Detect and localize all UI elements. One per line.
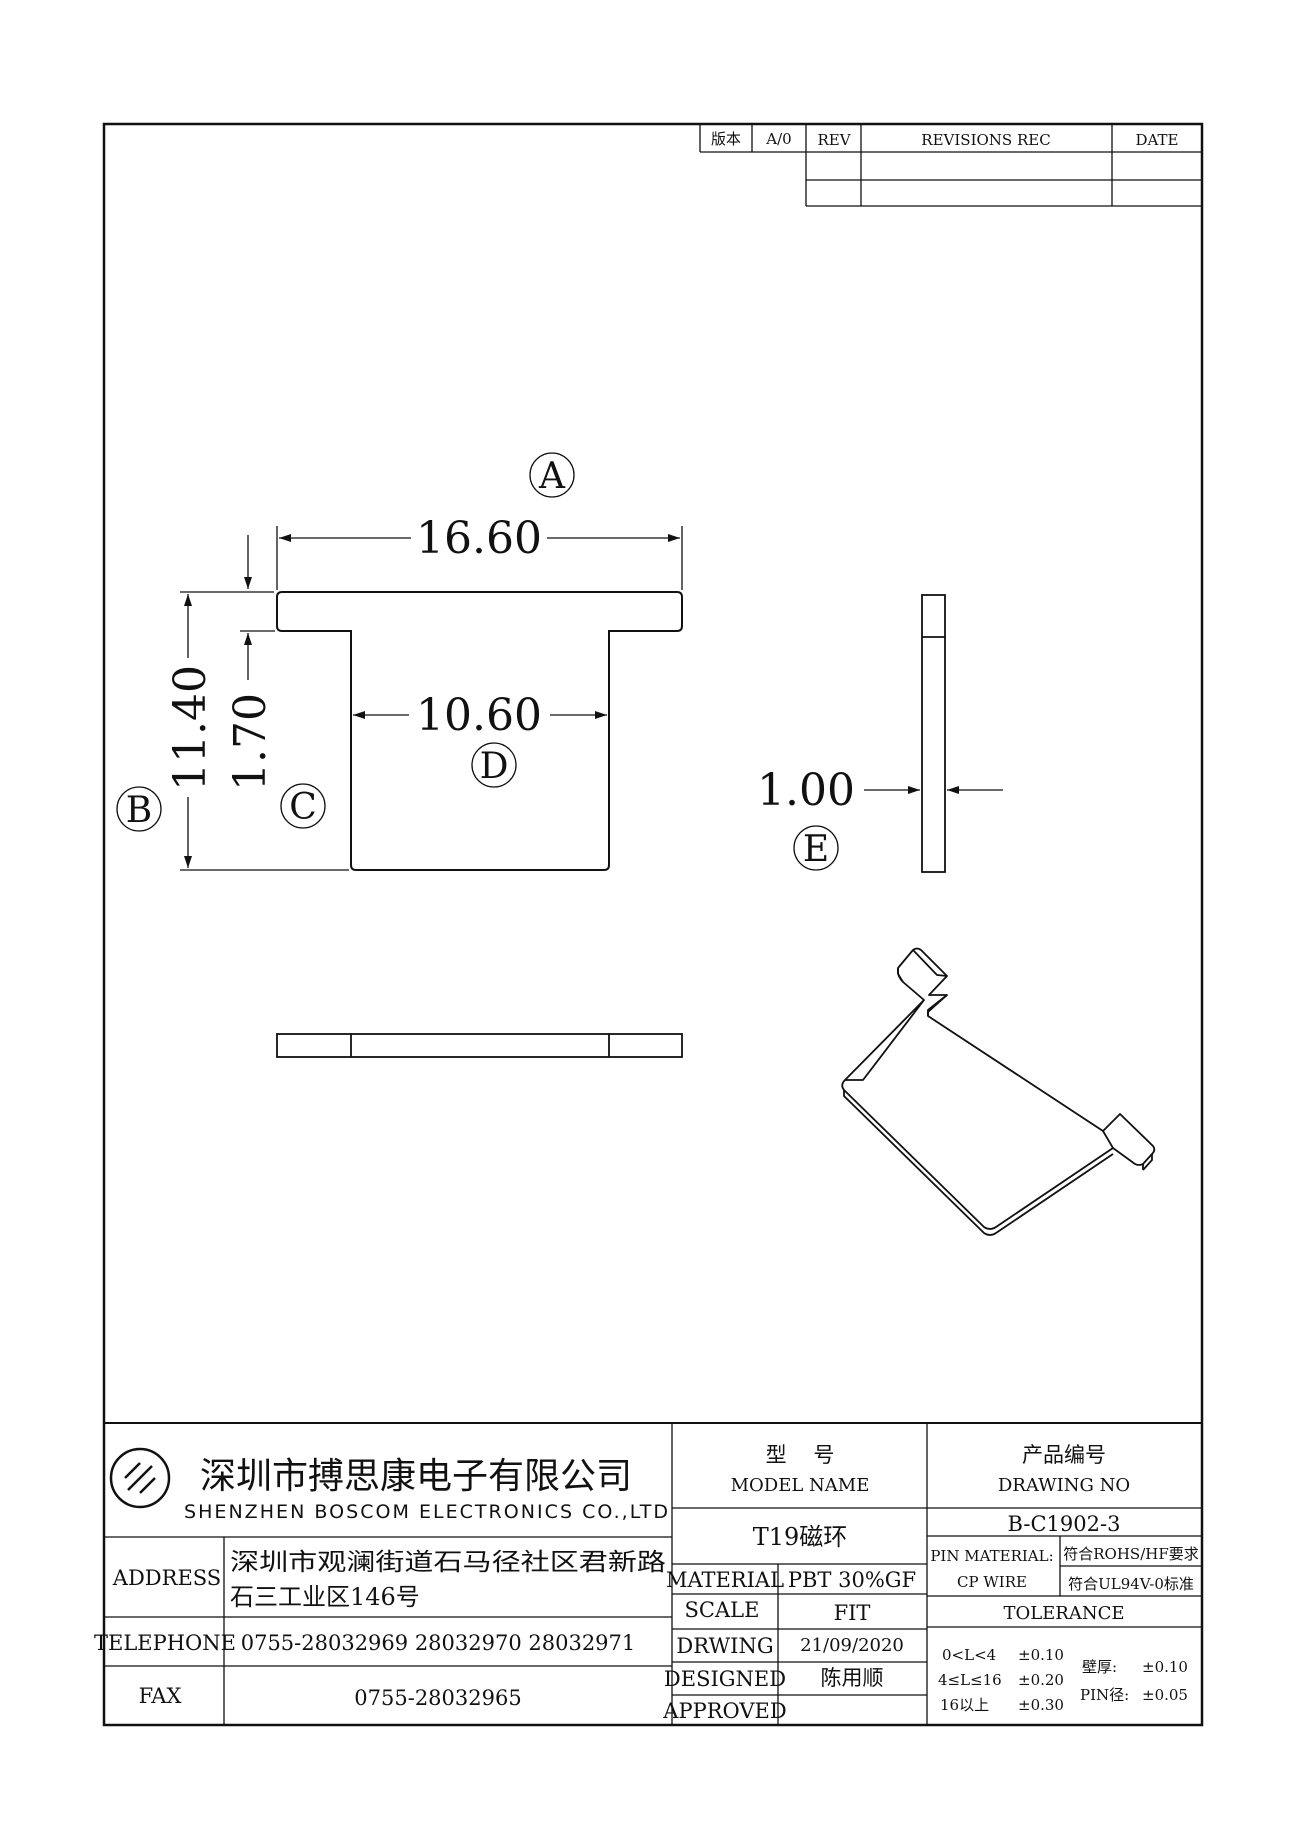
- rev-version-value: A/0: [765, 130, 791, 148]
- dim-overall-height: [180, 591, 349, 871]
- scale-label: SCALE: [685, 1598, 760, 1622]
- tolerance-label: TOLERANCE: [1003, 1603, 1124, 1624]
- material-label: MATERIAL: [666, 1568, 784, 1592]
- title-block-grid: [104, 1422, 1202, 1725]
- dim-overall-width-value: 16.60: [416, 513, 542, 564]
- dim-flange-height: [240, 535, 275, 680]
- designed-value: 陈用顺: [821, 1666, 884, 1690]
- callout-a-circle: [529, 452, 575, 498]
- callout-e-circle: [793, 825, 839, 871]
- dim-overall-height-value: 11.40: [165, 665, 216, 791]
- scale-value: FIT: [834, 1601, 871, 1625]
- drawing-label-en: DRAWING NO: [998, 1475, 1130, 1496]
- callout-a-label: A: [538, 456, 566, 497]
- callout-d-circle: [471, 742, 517, 788]
- tolerance-value-2: ±0.20: [1018, 1671, 1064, 1689]
- company-name-en: SHENZHEN BOSCOM ELECTRONICS CO.,LTD: [184, 1501, 670, 1523]
- callout-e-label: E: [803, 829, 829, 870]
- bottom-view: [276, 1033, 683, 1058]
- wall-thickness-value: ±0.10: [1142, 1658, 1188, 1676]
- rev-header: REV: [817, 131, 851, 149]
- pin-material-value: CP WIRE: [957, 1573, 1027, 1591]
- company-logo-icon: [109, 1447, 171, 1509]
- tolerance-range-2: 4≤L≤16: [938, 1671, 1002, 1689]
- drwing-value: 21/09/2020: [800, 1635, 904, 1656]
- fax-label: FAX: [139, 1684, 182, 1708]
- callout-b-label: B: [126, 790, 152, 831]
- wall-thickness-label: 壁厚:: [1082, 1658, 1117, 1676]
- company-name-cn: 深圳市搏思康电子有限公司: [200, 1456, 632, 1497]
- callout-b-circle: [116, 786, 162, 832]
- dim-flange-height-value: 1.70: [225, 693, 276, 791]
- fax-value: 0755-28032965: [354, 1686, 521, 1710]
- address-line-2: 石三工业区146号: [230, 1583, 420, 1611]
- designed-label: DESIGNED: [664, 1667, 786, 1691]
- telephone-value: 0755-28032969 28032970 28032971: [241, 1631, 636, 1655]
- callout-d-label: D: [480, 746, 509, 787]
- model-label-cn: 型 号: [766, 1443, 835, 1467]
- date-header: DATE: [1136, 131, 1179, 149]
- approved-label: APPROVED: [662, 1699, 786, 1723]
- material-value: PBT 30%GF: [788, 1568, 916, 1592]
- pin-diameter-label: PIN径:: [1080, 1686, 1129, 1704]
- rohs-note: 符合ROHS/HF要求: [1063, 1545, 1199, 1563]
- callout-c-label: C: [289, 787, 317, 828]
- drawing-label-cn: 产品编号: [1022, 1443, 1106, 1467]
- ul-note: 符合UL94V-0标准: [1068, 1575, 1194, 1593]
- dim-inner-width-value: 10.60: [416, 690, 542, 741]
- revisions-header: REVISIONS REC: [921, 131, 1050, 149]
- dim-overall-width: [276, 526, 683, 590]
- side-view: [921, 594, 946, 873]
- address-line-1: 深圳市观澜街道石马径社区君新路: [230, 1548, 666, 1576]
- pin-diameter-value: ±0.05: [1142, 1686, 1188, 1704]
- tolerance-value-1: ±0.10: [1018, 1646, 1064, 1664]
- tolerance-range-1: 0<L<4: [942, 1646, 996, 1664]
- front-view-outline: [276, 591, 683, 871]
- pin-material-label: PIN MATERIAL:: [930, 1547, 1053, 1565]
- model-value: T19磁环: [753, 1523, 848, 1551]
- dim-thickness-value: 1.00: [757, 765, 855, 816]
- callout-c-circle: [280, 783, 326, 829]
- revision-block: [699, 124, 1202, 207]
- drawing-value: B-C1902-3: [1008, 1512, 1121, 1536]
- rev-version-label: 版本: [711, 130, 741, 148]
- drwing-label: DRWING: [676, 1634, 773, 1658]
- model-label-en: MODEL NAME: [731, 1475, 870, 1496]
- drawing-frame: [102, 122, 1204, 1727]
- tolerance-value-3: ±0.30: [1018, 1696, 1064, 1714]
- telephone-label: TELEPHONE: [94, 1631, 236, 1655]
- address-label: ADDRESS: [112, 1566, 221, 1590]
- tolerance-range-3: 16以上: [940, 1696, 989, 1714]
- isometric-view: [841, 947, 1156, 1236]
